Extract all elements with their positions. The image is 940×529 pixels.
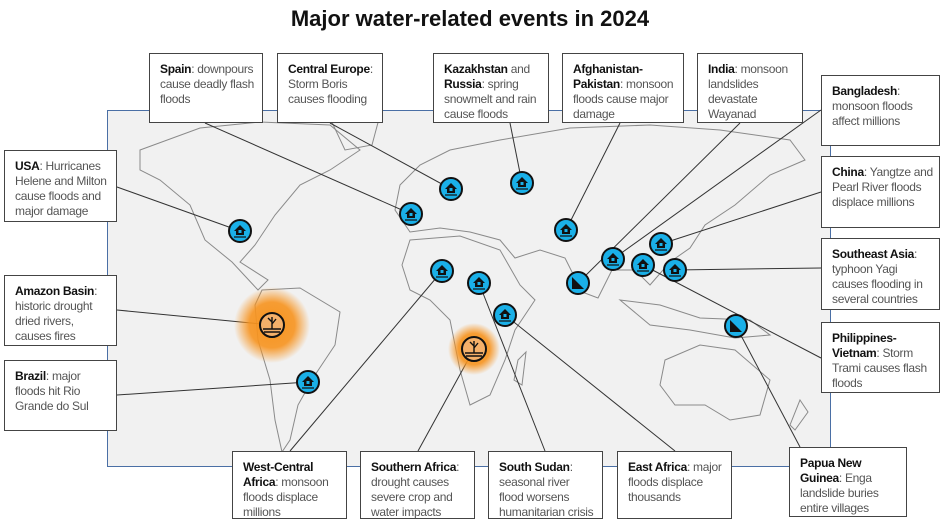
event-location: South Sudan	[499, 460, 570, 474]
europe-asia	[394, 124, 806, 299]
flood-house-icon[interactable]	[467, 271, 491, 295]
event-location: Central Europe	[288, 62, 370, 76]
event-description: : Storm Boris causes flooding	[288, 62, 373, 106]
north-america	[139, 121, 361, 291]
event-description: : historic drought dried rivers, causes …	[15, 284, 98, 343]
landslide-icon[interactable]	[566, 271, 590, 295]
leader-line	[565, 122, 621, 231]
event-description: : spring snowmelt and rain cause floods	[444, 77, 537, 121]
event-label-usa: USA: Hurricanes Helene and Milton cause …	[4, 150, 117, 222]
madagascar	[513, 350, 527, 386]
flood-house-icon[interactable]	[554, 218, 578, 242]
event-description: : major floods displace thousands	[628, 460, 722, 504]
event-location: Philippines-Vietnam	[832, 331, 897, 360]
event-label-southern-africa: Southern Africa: drought causes severe c…	[360, 451, 475, 519]
flood-house-icon[interactable]	[493, 303, 517, 327]
event-location: Bangladesh	[832, 84, 898, 98]
leader-line	[289, 270, 443, 452]
flood-house-icon[interactable]	[510, 171, 534, 195]
event-description: : monsoon landslides devastate Wayanad	[708, 62, 788, 121]
event-label-east-africa: East Africa: major floods displace thous…	[617, 451, 732, 519]
event-label-china: China: Yangtze and Pearl River floods di…	[821, 156, 940, 228]
event-description: : typhoon Yagi causes flooding in severa…	[832, 247, 923, 306]
event-label-kazakhstan-russia: Kazakhstan and Russia: spring snowmelt a…	[433, 53, 549, 123]
flood-house-icon[interactable]	[430, 259, 454, 283]
event-location: West-Central Africa	[243, 460, 314, 489]
event-description: : Storm Trami causes flash floods	[832, 346, 927, 390]
event-label-bangladesh: Bangladesh: monsoon floods affect millio…	[821, 75, 940, 146]
event-location: Spain	[160, 62, 192, 76]
event-description: and	[507, 62, 530, 76]
flood-house-icon[interactable]	[601, 247, 625, 271]
event-label-brazil: Brazil: major floods hit Rio Grande do S…	[4, 360, 117, 431]
event-description: : drought causes severe crop and water i…	[371, 460, 460, 519]
event-description: : seasonal river flood worsens humanitar…	[499, 460, 594, 519]
drought-tree-icon[interactable]	[448, 323, 500, 375]
event-location: India	[708, 62, 735, 76]
event-location: Russia	[444, 77, 482, 91]
flood-house-icon[interactable]	[439, 177, 463, 201]
event-location: Afghanistan-Pakistan	[573, 62, 643, 91]
event-description: : Enga landslide buries entire villages	[800, 471, 879, 515]
event-label-afghanistan-pakistan: Afghanistan-Pakistan: monsoon floods cau…	[562, 53, 684, 123]
leader-line	[478, 282, 546, 452]
event-description: : Yangtze and Pearl River floods displac…	[832, 165, 933, 209]
event-label-india: India: monsoon landslides devastate Waya…	[697, 53, 803, 123]
event-location: China	[832, 165, 864, 179]
flood-house-icon[interactable]	[649, 232, 673, 256]
event-label-central-europe: Central Europe: Storm Boris causes flood…	[277, 53, 383, 123]
event-description: : major floods hit Rio Grande do Sul	[15, 369, 89, 413]
event-description: : monsoon floods affect millions	[832, 84, 913, 128]
landslide-icon[interactable]	[724, 314, 748, 338]
flood-house-icon[interactable]	[296, 370, 320, 394]
event-location: Amazon Basin	[15, 284, 95, 298]
flood-house-icon[interactable]	[228, 219, 252, 243]
australia	[659, 344, 771, 421]
event-location: Southern Africa	[371, 460, 457, 474]
event-label-south-sudan: South Sudan: seasonal river flood worsen…	[488, 451, 603, 519]
leader-line	[116, 186, 241, 232]
event-description: : monsoon floods displace millions	[243, 475, 329, 519]
event-label-west-central-africa: West-Central Africa: monsoon floods disp…	[232, 451, 347, 519]
event-label-philippines-vietnam: Philippines-Vietnam: Storm Trami causes …	[821, 322, 940, 393]
leader-line	[329, 122, 452, 190]
event-label-amazon: Amazon Basin: historic drought dried riv…	[4, 275, 117, 346]
event-location: USA	[15, 159, 40, 173]
event-location: Brazil	[15, 369, 46, 383]
event-description: : downpours cause deadly flash floods	[160, 62, 254, 106]
leader-line	[204, 122, 412, 215]
flood-house-icon[interactable]	[399, 202, 423, 226]
event-label-southeast-asia: Southeast Asia: typhoon Yagi causes floo…	[821, 238, 940, 310]
event-label-papua-new-guinea: Papua New Guinea: Enga landslide buries …	[789, 447, 907, 517]
event-location: East Africa	[628, 460, 687, 474]
event-location: Papua New Guinea	[800, 456, 862, 485]
africa	[401, 235, 536, 406]
drought-tree-icon[interactable]	[234, 287, 310, 363]
event-description: : Hurricanes Helene and Milton cause flo…	[15, 159, 107, 218]
event-description: : monsoon floods cause major damage	[573, 77, 674, 121]
leader-line	[674, 267, 822, 271]
flood-house-icon[interactable]	[631, 253, 655, 277]
new-zealand	[789, 398, 809, 431]
leader-line	[612, 109, 822, 260]
map-title: Major water-related events in 2024	[290, 6, 650, 31]
leader-line	[660, 191, 822, 245]
event-location: Southeast Asia	[832, 247, 915, 261]
leader-line	[735, 325, 801, 448]
event-label-spain: Spain: downpours cause deadly flash floo…	[149, 53, 263, 123]
leader-line	[116, 381, 309, 396]
event-location: Kazakhstan	[444, 62, 508, 76]
leader-line	[504, 314, 676, 452]
southeast-asia-islands	[618, 299, 772, 339]
flood-house-icon[interactable]	[663, 258, 687, 282]
